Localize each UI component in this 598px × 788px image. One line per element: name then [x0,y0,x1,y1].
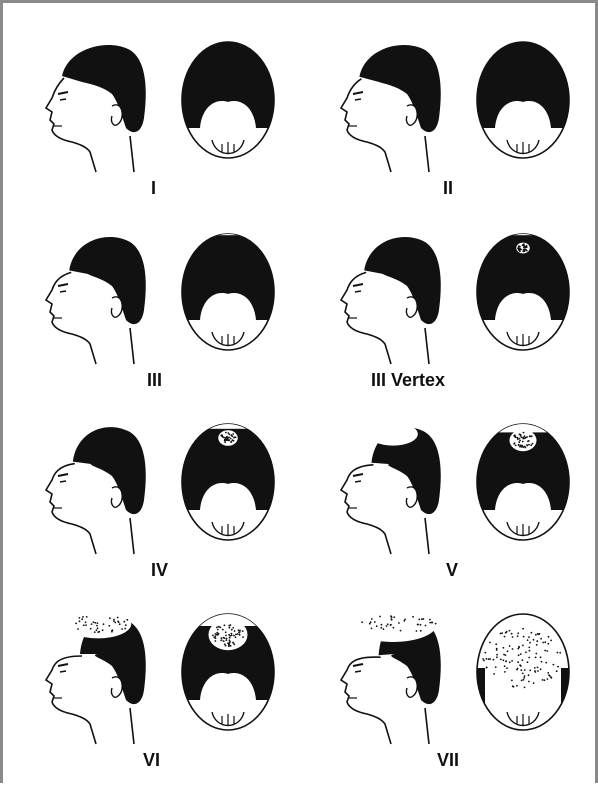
top-view-head [471,36,581,158]
eye [60,481,66,482]
top-view-head [471,418,581,540]
stage-illustration [38,418,288,558]
stage-illustration [333,418,583,558]
face-outline [46,464,96,554]
ear [111,105,122,126]
stage-8: VII [333,608,598,788]
hair-mass [62,45,146,132]
hair-mass [73,427,146,514]
neck-line [130,136,134,172]
stage-label: III [147,370,162,391]
brow [353,474,363,476]
profile-head [341,45,441,172]
top-view-head [176,608,286,730]
profile-head [341,422,441,554]
face-outline [341,465,391,554]
brow [353,284,363,286]
brow [353,664,363,666]
stage-1: I [38,36,318,216]
hair-mass [364,237,441,324]
stage-illustration [333,36,583,176]
face-outline [341,272,391,364]
brow [58,92,68,94]
eye [355,481,361,482]
face-outline [46,656,96,744]
ear [406,487,417,508]
stage-label: I [151,178,156,199]
ear [111,487,122,508]
top-view-head [176,36,286,158]
face-outline [46,78,96,172]
stage-label: II [443,178,453,199]
profile-head [341,237,441,364]
top-view-head [176,418,286,540]
neck-line [425,328,429,364]
stage-illustration [38,228,288,368]
stage-label: VI [143,750,160,771]
brow [58,474,68,476]
stage-illustration [38,608,288,748]
stage-label: V [446,560,458,581]
top-view-head [471,228,581,350]
neck-line [130,708,134,744]
profile-head [341,608,441,744]
neck-line [130,328,134,364]
eye [355,99,361,100]
profile-head [46,237,146,364]
ear [111,297,122,318]
face-outline [46,272,96,364]
stage-illustration [333,608,583,748]
stage-illustration [38,36,288,176]
stage-7: VI [38,608,318,788]
stage-illustration [333,228,583,368]
stage-3: III [38,228,318,408]
neck-line [425,518,429,554]
top-view-head [471,614,575,730]
ear [406,105,417,126]
eye [355,291,361,292]
brow [58,664,68,666]
stage-2: II [333,36,598,216]
profile-head [46,427,146,554]
top-view-head [176,228,286,350]
hair-mass [359,45,440,132]
stage-label: VII [437,750,459,771]
brow [353,92,363,94]
ear [406,677,417,698]
stage-label: III Vertex [371,370,445,391]
eye [355,671,361,672]
neck-line [425,136,429,172]
stage-5: IV [38,418,318,598]
bald-top [65,610,131,639]
eye [60,99,66,100]
neck-line [425,708,429,744]
brow [58,284,68,286]
ear [111,677,122,698]
hair-mass [69,237,146,324]
bald-top [368,422,418,445]
stage-label: IV [151,560,168,581]
profile-head [46,610,146,744]
eye [60,671,66,672]
face-outline [341,657,391,744]
ear [406,297,417,318]
profile-head [46,45,146,172]
face-outline [341,79,391,172]
head-outline [477,614,569,730]
stage-4: III Vertex [333,228,598,408]
neck-line [130,518,134,554]
crown-bald [209,619,248,650]
eye [60,291,66,292]
stage-6: V [333,418,598,598]
